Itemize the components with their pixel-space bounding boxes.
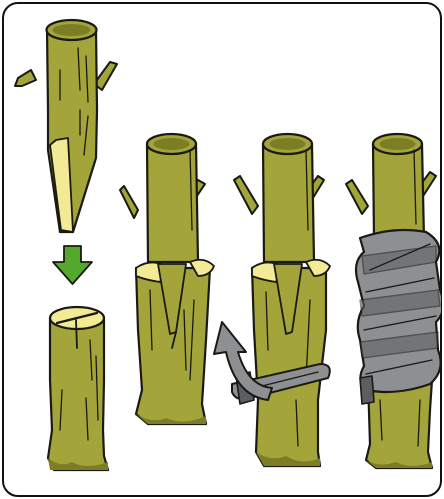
rootstock-split-top xyxy=(48,307,108,470)
